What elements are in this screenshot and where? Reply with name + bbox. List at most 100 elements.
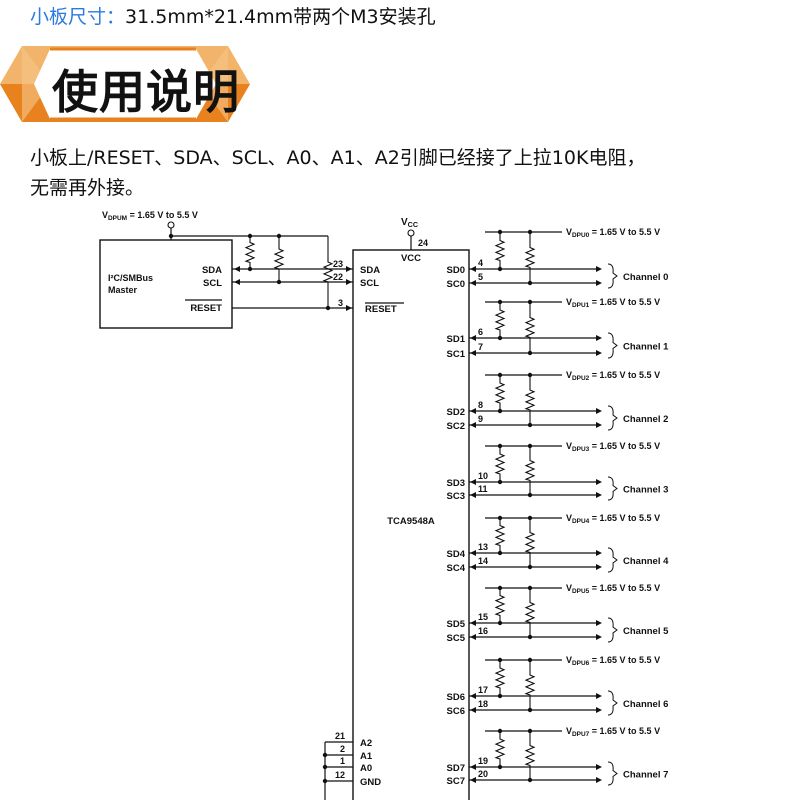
- junction-dot: [322, 752, 328, 758]
- usage-note-line2: 无需再外接。: [30, 177, 145, 199]
- pin-number: 11: [478, 484, 488, 494]
- vdpum-label: VDPUM = 1.65 V to 5.5 V: [102, 210, 198, 222]
- pin-number: 5: [478, 272, 483, 282]
- chip-vcc: VCC: [401, 253, 421, 264]
- resistor: [244, 236, 256, 269]
- master-box: [99, 239, 233, 329]
- chip-addr-pin: GND: [360, 777, 381, 788]
- resistor: [524, 588, 536, 637]
- arrow-right-icon: [596, 550, 602, 556]
- junction-dot: [497, 479, 503, 485]
- junction-dot: [497, 764, 503, 770]
- chip-scl: SCL: [360, 278, 379, 289]
- chip-sd-pin: SD5: [447, 619, 466, 630]
- chip-sd-pin: SD4: [447, 549, 466, 560]
- vdpu-label: VDPU5 = 1.65 V to 5.5 V: [566, 583, 660, 595]
- pin-number: 24: [418, 238, 428, 248]
- channel-label: Channel 6: [623, 699, 668, 710]
- arrow-right-icon: [346, 305, 352, 311]
- pin-number: 8: [478, 400, 483, 410]
- arrow-left-icon: [234, 279, 240, 285]
- resistor: [494, 302, 506, 338]
- brace-icon: [607, 690, 618, 716]
- chip-sc-pin: SC0: [447, 279, 465, 290]
- junction-dot: [527, 634, 533, 640]
- arrow-left-icon: [470, 280, 476, 286]
- chip-sd-pin: SD2: [447, 407, 465, 418]
- arrow-left-icon: [470, 335, 476, 341]
- usage-note-line1: 小板上/RESET、SDA、SCL、A0、A1、A2引脚已经接了上拉10K电阻，: [30, 147, 646, 169]
- pin-number: 15: [478, 612, 488, 622]
- arrow-left-icon: [470, 422, 476, 428]
- channel-label: Channel 3: [623, 485, 668, 496]
- chip-addr-pin: A1: [360, 751, 373, 762]
- chip-name: TCA9548A: [387, 516, 435, 527]
- pin-number: 16: [478, 626, 488, 636]
- arrow-left-icon: [470, 620, 476, 626]
- resistor: [524, 302, 536, 353]
- resistor: [494, 588, 506, 623]
- board-size-spec: 小板尺寸：31.5mm*21.4mm带两个M3安装孔: [30, 2, 436, 29]
- resistor: [322, 236, 334, 308]
- arrow-left-icon: [470, 634, 476, 640]
- junction-dot: [497, 408, 503, 414]
- resistor: [524, 518, 536, 567]
- arrow-left-icon: [470, 693, 476, 699]
- chip-box: [352, 249, 470, 800]
- usage-note: 小板上/RESET、SDA、SCL、A0、A1、A2引脚已经接了上拉10K电阻，…: [30, 143, 790, 203]
- resistor: [494, 232, 506, 269]
- channel-label: Channel 5: [623, 626, 669, 637]
- arrow-left-icon: [470, 707, 476, 713]
- junction-dot: [322, 764, 328, 770]
- pin-number: 6: [478, 327, 483, 337]
- chip-sc-pin: SC3: [447, 491, 465, 502]
- chip-sd-pin: SD3: [447, 478, 465, 489]
- chip-sc-pin: SC2: [447, 421, 465, 432]
- chip-sc-pin: SC6: [447, 706, 465, 717]
- junction-dot: [497, 335, 503, 341]
- arrow-left-icon: [470, 550, 476, 556]
- resistor: [524, 660, 536, 710]
- junction-dot: [325, 305, 331, 311]
- arrow-left-icon: [470, 564, 476, 570]
- junction-dot: [497, 266, 503, 272]
- master-scl: SCL: [203, 278, 222, 289]
- pin-number: 22: [333, 272, 343, 282]
- vcc-supply-label: VCC: [401, 217, 418, 229]
- arrow-right-icon: [596, 492, 602, 498]
- vdpu-label: VDPU3 = 1.65 V to 5.5 V: [566, 441, 660, 453]
- vdpu-label: VDPU0 = 1.65 V to 5.5 V: [566, 227, 660, 239]
- brace-icon: [607, 405, 618, 431]
- vdpu-label: VDPU7 = 1.65 V to 5.5 V: [566, 726, 660, 738]
- arrow-right-icon: [346, 266, 352, 272]
- chip-sc-pin: SC1: [447, 349, 466, 360]
- pin-number: 1: [340, 756, 345, 766]
- arrow-right-icon: [596, 266, 602, 272]
- vdpu-label: VDPU1 = 1.65 V to 5.5 V: [566, 297, 660, 309]
- brace-icon: [607, 617, 618, 643]
- arrow-right-icon: [596, 764, 602, 770]
- arrow-left-icon: [234, 266, 240, 272]
- banner-ornament: [0, 46, 250, 122]
- junction-dot: [497, 693, 503, 699]
- brace-icon: [607, 332, 618, 359]
- resistor: [494, 446, 506, 482]
- arrow-right-icon: [596, 335, 602, 341]
- supply-terminal: [407, 229, 415, 237]
- chip-sc-pin: SC7: [447, 776, 465, 787]
- resistor: [524, 446, 536, 495]
- brace-icon: [607, 547, 618, 573]
- arrow-left-icon: [470, 492, 476, 498]
- arrow-right-icon: [596, 408, 602, 414]
- pin-number: 17: [478, 685, 488, 695]
- pin-number: 7: [478, 342, 483, 352]
- pin-number: 14: [478, 556, 488, 566]
- chip-sda: SDA: [360, 265, 380, 276]
- chip-sd-pin: SD7: [447, 763, 465, 774]
- board-size-value: 31.5mm*21.4mm带两个M3安装孔: [125, 6, 436, 28]
- junction-dot: [527, 707, 533, 713]
- chip-sc-pin: SC5: [447, 633, 466, 644]
- arrow-right-icon: [596, 564, 602, 570]
- junction-dot: [527, 280, 533, 286]
- pin-number: 21: [335, 731, 345, 741]
